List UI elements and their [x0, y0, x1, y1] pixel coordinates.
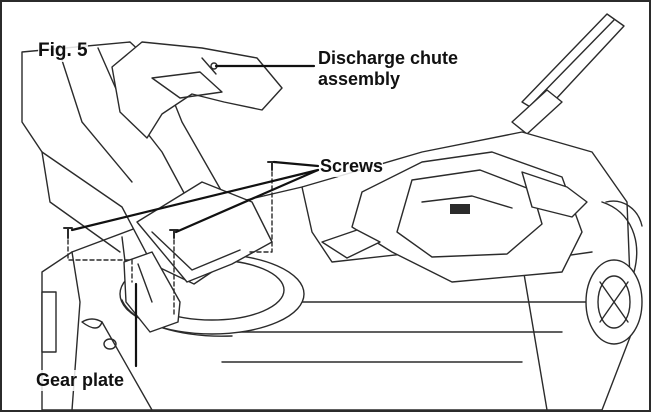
- callout-chute-line2: assembly: [318, 68, 401, 89]
- leader-screw-right: [272, 160, 320, 168]
- motor-cover: [321, 151, 588, 283]
- screws-group: [63, 161, 277, 318]
- gear-plate-bracket: [123, 251, 181, 333]
- leader-screw-left: [70, 168, 320, 232]
- leader-screw-center: [174, 168, 320, 234]
- side-wheel: [585, 200, 643, 345]
- callout-gear-plate: Gear plate: [36, 370, 125, 391]
- callout-screws: Screws: [320, 156, 384, 177]
- figure-number: Fig. 5: [38, 40, 88, 62]
- discharge-chute: [21, 41, 283, 285]
- handle-bar: [511, 13, 625, 135]
- screw-center: [169, 229, 179, 318]
- callout-discharge-chute-assembly: Discharge chute assembly: [318, 48, 459, 90]
- leader-lines: [70, 64, 320, 368]
- callout-chute-line1: Discharge chute: [318, 48, 459, 68]
- screw-left: [63, 227, 133, 283]
